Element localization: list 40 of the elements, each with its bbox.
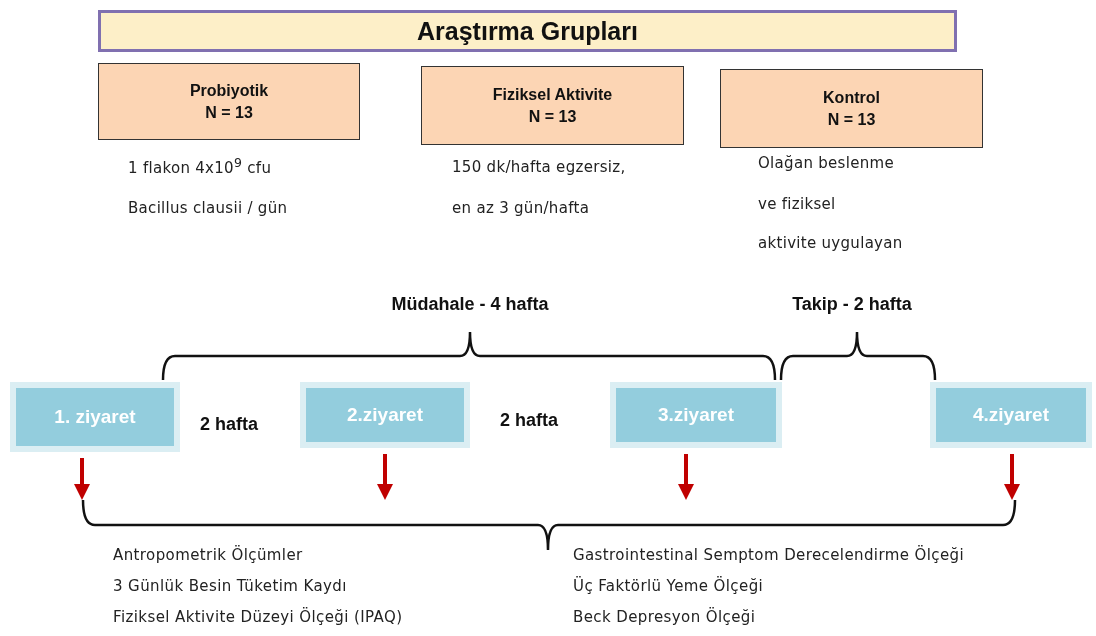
measurement-text: Antropometrik Ölçümler <box>113 546 303 564</box>
measurement-text: Beck Depresyon Ölçeği <box>573 608 756 626</box>
group-description: en az 3 gün/hafta <box>452 199 590 217</box>
group-label: N = 13 <box>205 103 253 122</box>
measurement-text: Fiziksel Aktivite Düzeyi Ölçeği (IPAQ) <box>113 608 403 626</box>
group-label: Probiyotik <box>189 81 269 100</box>
visit-box <box>610 382 782 448</box>
period-label: Takip - 2 hafta <box>792 294 912 315</box>
measurement-text: Gastrointestinal Semptom Derecelendirme Ölçeği <box>573 546 965 564</box>
measurement-text: 3 Günlük Besin Tüketim Kaydı <box>113 577 347 595</box>
visit-box <box>10 382 180 452</box>
arrow <box>74 458 90 500</box>
visit-label: 2.ziyaret <box>346 404 423 426</box>
group-description: Olağan beslenme <box>758 154 894 172</box>
group-label: N = 13 <box>827 110 876 129</box>
group-box <box>98 63 360 140</box>
arrow <box>377 454 393 500</box>
visit-label: 3.ziyaret <box>657 404 734 426</box>
group-description: 150 dk/hafta egzersiz, <box>452 158 626 176</box>
period-label: 2 hafta <box>200 414 259 435</box>
group-description: 1 flakon 4x10$^{9}$ cfu <box>128 155 272 177</box>
group-box <box>720 69 983 148</box>
arrow <box>678 454 694 500</box>
group-label: N = 13 <box>528 107 577 126</box>
title-text: Araştırma Grupları <box>417 16 638 46</box>
group-description: aktivite uygulayan <box>758 234 903 252</box>
period-label: 2 hafta <box>500 410 559 431</box>
group-label: Fiziksel Aktivite <box>492 85 613 104</box>
group-description: Bacillus clausii / gün <box>128 199 288 217</box>
visit-label: 4.ziyaret <box>972 404 1049 426</box>
title-box <box>98 10 957 52</box>
measurement-text: Üç Faktörlü Yeme Ölçeği <box>573 577 764 595</box>
group-label: Kontrol <box>823 88 880 107</box>
visit-box <box>930 382 1092 448</box>
visit-box <box>300 382 470 448</box>
arrow <box>1004 454 1020 500</box>
visit-label: 1. ziyaret <box>54 406 136 428</box>
group-box <box>421 66 684 145</box>
period-label: Müdahale - 4 hafta <box>391 294 549 315</box>
group-description: ve fiziksel <box>758 195 836 213</box>
